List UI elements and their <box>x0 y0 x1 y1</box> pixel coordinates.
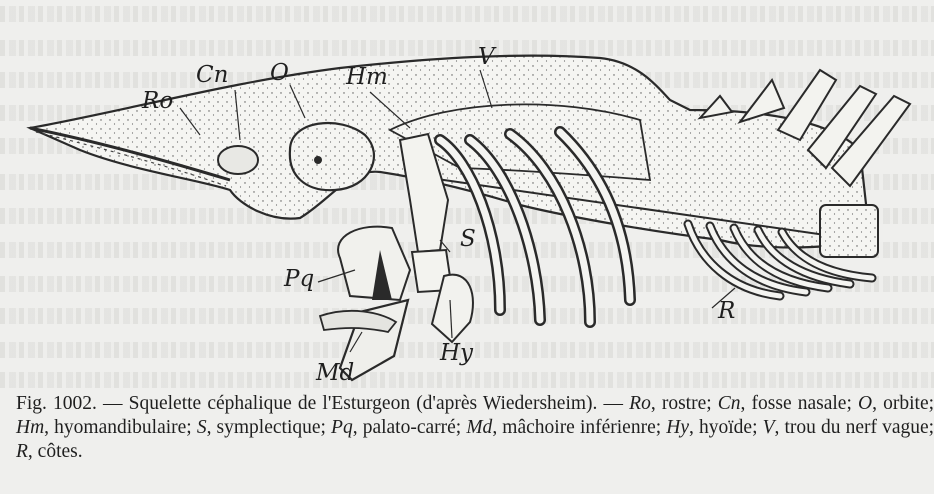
caption-abbr: R <box>16 441 28 462</box>
label-v: V <box>478 44 497 70</box>
caption-desc: trou du nerf vague <box>784 417 928 438</box>
caption-desc: symplectique <box>217 417 321 438</box>
label-md: Md <box>315 360 354 386</box>
caption-desc: orbite <box>883 393 928 414</box>
caption-desc: hyomandibulaire <box>54 417 186 438</box>
caption-abbr: S <box>197 417 207 438</box>
label-hy: Hy <box>439 340 474 366</box>
orbit-shape <box>290 123 374 190</box>
caption-desc: fosse nasale <box>752 393 847 414</box>
figure-caption: Fig. 1002. — Squelette céphalique de l'E… <box>16 392 934 494</box>
skull-illustration: Ro Cn O Hm V S Pq Hy Md R <box>0 0 934 392</box>
label-ro: Ro <box>141 88 173 114</box>
caption-abbr: O <box>858 393 872 414</box>
label-r: R <box>717 298 735 324</box>
caption-abbr: Md <box>466 417 492 438</box>
caption-desc: côtes. <box>38 441 83 462</box>
caption-abbr: Hm <box>16 417 44 438</box>
caption-abbr: V <box>763 417 775 438</box>
sturgeon-skull-figure: Ro Cn O Hm V S Pq Hy Md R <box>0 0 934 392</box>
caption-abbr: Cn <box>718 393 741 414</box>
label-hm: Hm <box>345 64 388 90</box>
caption-title: — Squelette céphalique de l'Esturgeon (d… <box>103 393 623 414</box>
label-cn: Cn <box>196 62 228 88</box>
label-o: O <box>270 60 289 86</box>
caption-desc: rostre <box>662 393 706 414</box>
caption-abbr: Pq <box>331 417 353 438</box>
caption-desc: hyoïde <box>699 417 752 438</box>
label-pq: Pq <box>283 266 314 292</box>
caption-abbr: Ro <box>629 393 651 414</box>
caption-abbr: Hy <box>666 417 689 438</box>
caption-desc: mâchoire inférienre <box>502 417 655 438</box>
caption-desc: palato-carré <box>363 417 456 438</box>
caption-fig-number: Fig. 1002. <box>16 393 97 414</box>
nasal-fossa-shape <box>218 146 258 174</box>
label-s: S <box>460 226 476 252</box>
